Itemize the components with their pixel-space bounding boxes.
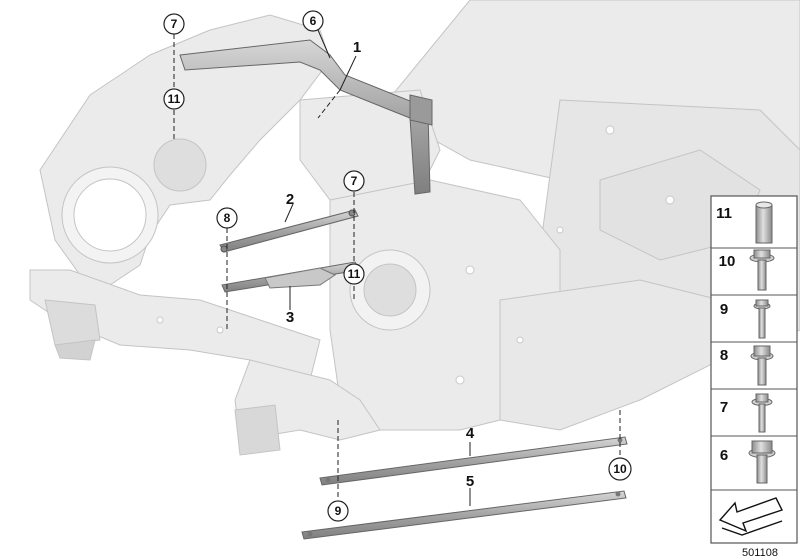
part-3-lower-plate bbox=[221, 261, 361, 293]
leader-lines bbox=[173, 29, 621, 506]
callout-7-mid: 7 bbox=[343, 170, 365, 192]
part-number-5: 5 bbox=[466, 473, 474, 490]
svg-text:11: 11 bbox=[168, 92, 181, 106]
large-hex-bolt-icon bbox=[748, 440, 776, 484]
part-5-long-rod bbox=[301, 490, 627, 540]
svg-text:9: 9 bbox=[720, 301, 728, 318]
svg-text:7: 7 bbox=[720, 399, 728, 416]
svg-text:10: 10 bbox=[613, 462, 627, 476]
svg-text:7: 7 bbox=[171, 17, 178, 31]
legend-row-7: 7 bbox=[720, 393, 773, 433]
part-number-1: 1 bbox=[353, 39, 361, 56]
part-number-2: 2 bbox=[286, 191, 294, 208]
legend-row-9: 9 bbox=[720, 299, 771, 339]
callout-9: 9 bbox=[327, 500, 349, 522]
part-number-3: 3 bbox=[286, 309, 294, 326]
callout-11-mid: 11 bbox=[343, 263, 365, 285]
svg-text:11: 11 bbox=[716, 205, 732, 222]
part-1-strut-brace bbox=[179, 39, 433, 195]
svg-text:6: 6 bbox=[310, 14, 317, 28]
legend-row-11: 11 bbox=[716, 201, 773, 244]
car-body-frame bbox=[29, 0, 800, 456]
callout-10: 10 bbox=[608, 457, 632, 481]
legend-row-10: 10 bbox=[719, 249, 775, 291]
callout-7-top: 7 bbox=[163, 13, 185, 35]
torx-bolt-icon bbox=[753, 299, 771, 339]
svg-text:9: 9 bbox=[335, 504, 342, 518]
torx-flange-bolt-icon bbox=[751, 393, 773, 433]
svg-text:8: 8 bbox=[224, 211, 231, 225]
callout-11-left: 11 bbox=[163, 88, 185, 110]
svg-text:6: 6 bbox=[720, 447, 728, 464]
part-number-4: 4 bbox=[466, 425, 475, 442]
direction-arrow-icon bbox=[718, 497, 783, 536]
svg-text:10: 10 bbox=[719, 253, 736, 270]
part-2-upper-bar bbox=[219, 209, 359, 253]
hex-bolt-icon bbox=[750, 345, 774, 386]
svg-text:11: 11 bbox=[348, 267, 361, 281]
part-4-long-rod bbox=[319, 436, 628, 486]
legend-row-8: 8 bbox=[720, 345, 774, 386]
diagram-id: 501108 bbox=[742, 547, 778, 559]
svg-text:8: 8 bbox=[720, 347, 728, 364]
svg-text:7: 7 bbox=[351, 174, 358, 188]
fastener-legend: 11 10 9 8 bbox=[710, 195, 798, 544]
callout-6-top: 6 bbox=[302, 10, 324, 32]
flange-bolt-icon bbox=[749, 249, 775, 291]
callout-8: 8 bbox=[216, 207, 238, 229]
legend-row-6: 6 bbox=[720, 440, 776, 484]
sleeve-icon bbox=[755, 201, 773, 244]
